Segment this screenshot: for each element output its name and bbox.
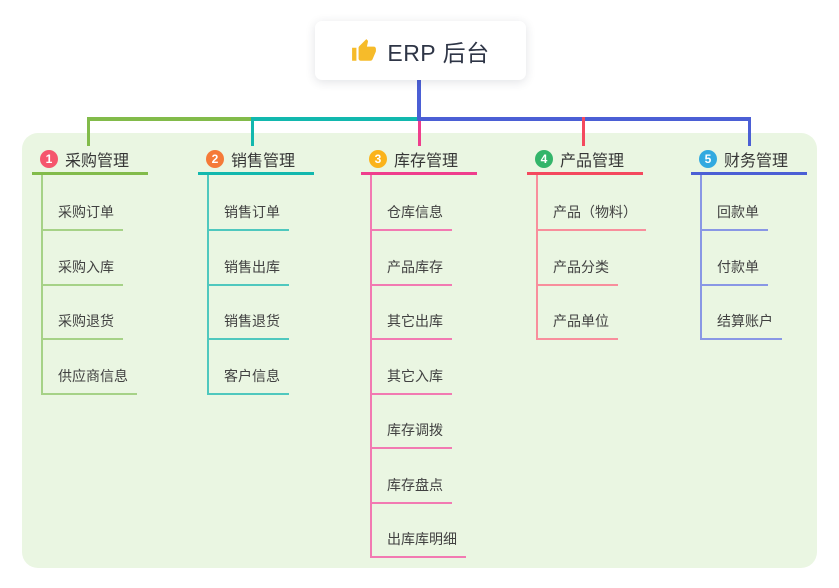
- connector-bus-left: [87, 117, 252, 121]
- branch-5-child-2[interactable]: 付款单: [700, 250, 768, 286]
- branch-1-child-4[interactable]: 供应商信息: [41, 359, 137, 395]
- mindmap-panel: [22, 133, 817, 568]
- branch-5-label: 财务管理: [724, 152, 789, 170]
- branch-3-child-2[interactable]: 产品库存: [370, 250, 452, 286]
- branch-4-spine: [536, 173, 538, 340]
- branch-5-node[interactable]: 5 财务管理: [691, 145, 807, 175]
- branch-4-child-2[interactable]: 产品分类: [536, 250, 618, 286]
- connector-drop-branch-2: [251, 117, 254, 146]
- connector-drop-branch-1: [87, 117, 90, 146]
- branch-3-node[interactable]: 3 库存管理: [361, 145, 477, 175]
- branch-4-label: 产品管理: [560, 152, 625, 170]
- branch-2-child-3[interactable]: 销售退货: [207, 304, 289, 340]
- branch-4-child-3[interactable]: 产品单位: [536, 304, 618, 340]
- connector-root-stem: [417, 80, 421, 121]
- branch-4-node[interactable]: 4 产品管理: [527, 145, 643, 175]
- branch-4-child-1[interactable]: 产品（物料）: [536, 195, 646, 231]
- branch-1-label: 采购管理: [65, 152, 130, 170]
- branch-2-child-1[interactable]: 销售订单: [207, 195, 289, 231]
- root-node-label: ERP 后台: [387, 39, 490, 66]
- branch-3-child-6[interactable]: 库存盘点: [370, 468, 452, 504]
- branch-5-spine: [700, 173, 702, 340]
- branch-5-number-badge: 5: [699, 149, 717, 168]
- branch-2-label: 销售管理: [231, 152, 296, 170]
- connector-drop-branch-3: [418, 121, 421, 146]
- branch-3-child-4[interactable]: 其它入库: [370, 359, 452, 395]
- root-node[interactable]: ERP 后台: [315, 21, 526, 80]
- branch-1-number-badge: 1: [40, 149, 58, 168]
- branch-3-child-1[interactable]: 仓库信息: [370, 195, 452, 231]
- branch-3-child-7[interactable]: 出库库明细: [370, 522, 466, 558]
- branch-2-child-2[interactable]: 销售出库: [207, 250, 289, 286]
- connector-drop-branch-5: [748, 117, 751, 146]
- branch-1-node[interactable]: 1 采购管理: [32, 145, 148, 175]
- branch-2-number-badge: 2: [206, 149, 224, 168]
- branch-5-child-1[interactable]: 回款单: [700, 195, 768, 231]
- connector-drop-branch-4: [582, 117, 585, 146]
- branch-3-child-5[interactable]: 库存调拨: [370, 413, 452, 449]
- branch-4-number-badge: 4: [535, 149, 553, 168]
- branch-1-child-2[interactable]: 采购入库: [41, 250, 123, 286]
- branch-3-child-3[interactable]: 其它出库: [370, 304, 452, 340]
- branch-3-spine: [370, 173, 372, 558]
- branch-3-number-badge: 3: [369, 149, 387, 168]
- branch-1-child-3[interactable]: 采购退货: [41, 304, 123, 340]
- branch-1-child-1[interactable]: 采购订单: [41, 195, 123, 231]
- branch-3-label: 库存管理: [394, 152, 459, 170]
- branch-2-child-4[interactable]: 客户信息: [207, 359, 289, 395]
- branch-2-node[interactable]: 2 销售管理: [198, 145, 314, 175]
- connector-bus-mid: [251, 117, 419, 121]
- branch-5-child-3[interactable]: 结算账户: [700, 304, 782, 340]
- thumbs-up-icon: [351, 38, 377, 64]
